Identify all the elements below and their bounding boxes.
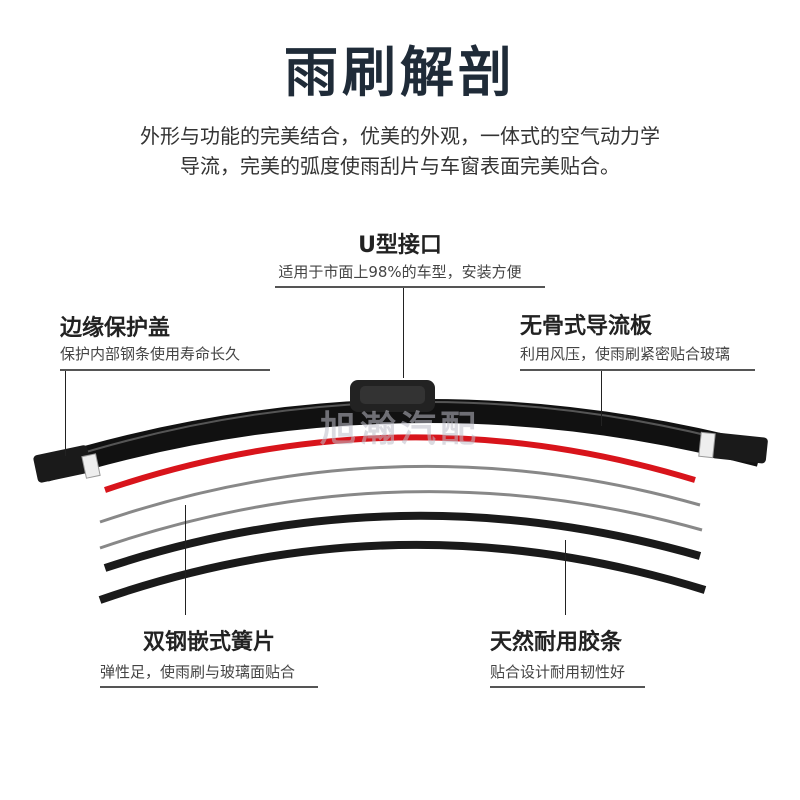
connector-desc: 适用于市面上98%的车型，安装方便: [278, 263, 522, 281]
spring-steel-leader-line: [185, 505, 186, 615]
spoiler-heading: 无骨式导流板: [520, 314, 653, 339]
rubber-strip-2: [98, 540, 707, 604]
end-cap-leader-line: [65, 371, 66, 456]
end-cap-heading: 边缘保护盖: [60, 316, 171, 341]
spring-steel-desc: 弹性足，使雨刷与玻璃面贴合: [100, 663, 296, 681]
rubber-strip-1: [103, 511, 702, 572]
spring-steel-heading: 双钢嵌式簧片: [142, 630, 275, 655]
rubber-rule: [490, 686, 645, 688]
spoiler-leader-line: [601, 371, 602, 426]
page-title: 雨刷解剖: [284, 41, 516, 104]
red-spoiler-strip: [104, 434, 696, 493]
spring-steel-1: [99, 464, 701, 524]
connector-heading: U型接口: [358, 233, 442, 258]
rubber-heading: 天然耐用胶条: [490, 630, 623, 655]
clip-right: [698, 431, 716, 459]
end-cap-left: [33, 445, 92, 483]
spring-steel-2: [99, 490, 703, 550]
rubber-desc: 贴合设计耐用韧性好: [490, 663, 626, 681]
end-cap-right: [711, 432, 768, 464]
intro-line-2: 导流，完美的弧度使雨刮片与车窗表面完美贴合。: [180, 154, 620, 178]
end-cap-desc: 保护内部钢条使用寿命长久: [60, 345, 241, 363]
clip-left: [81, 453, 101, 479]
watermark: 旭瀚汽配: [319, 409, 480, 450]
end-cap-rule: [60, 369, 270, 371]
spoiler-rule: [520, 369, 755, 371]
rubber-leader-line: [565, 540, 566, 615]
spring-steel-rule: [100, 686, 318, 688]
spoiler-desc: 利用风压，使雨刷紧密贴合玻璃: [520, 345, 731, 363]
u-connector-inner: [360, 386, 425, 404]
connector-rule: [275, 286, 545, 288]
intro-line-1: 外形与功能的完美结合，优美的外观，一体式的空气动力学: [140, 124, 660, 148]
connector-leader-line: [403, 288, 404, 378]
